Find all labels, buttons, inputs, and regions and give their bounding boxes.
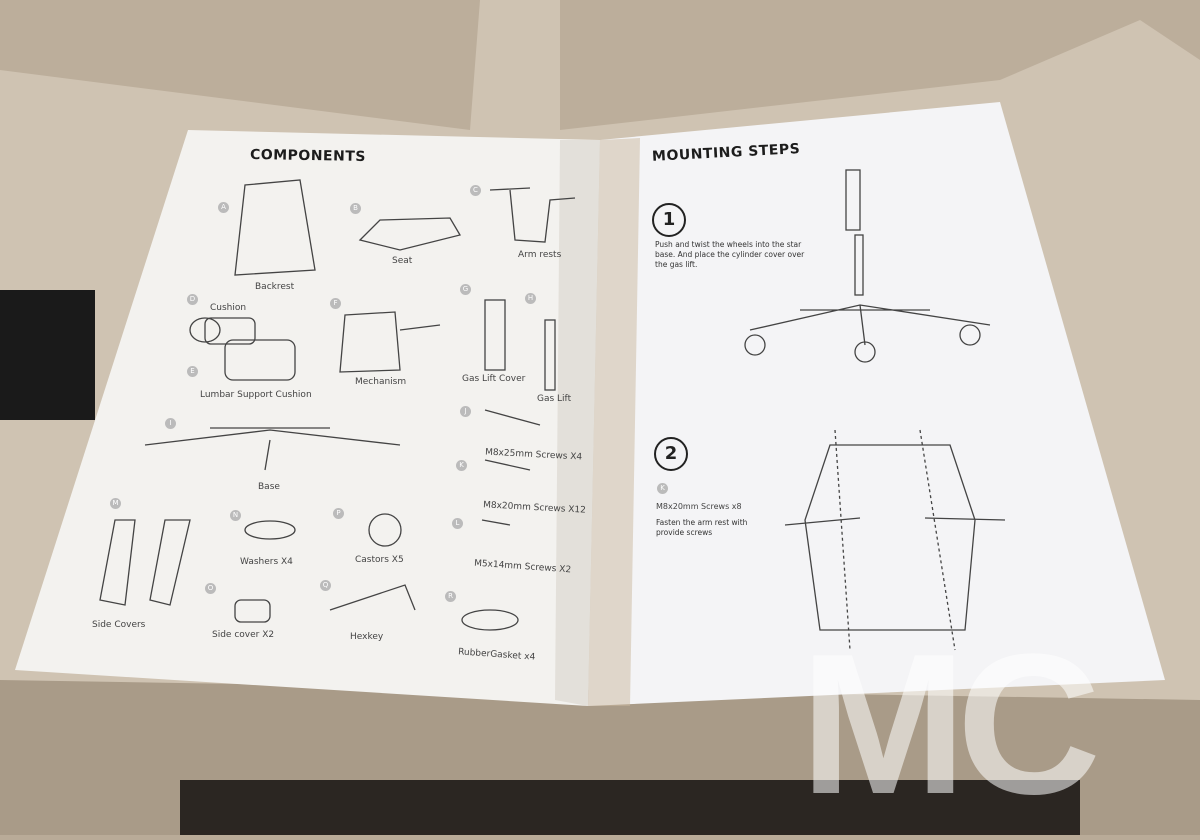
label-lumbar: Lumbar Support Cushion bbox=[200, 390, 312, 400]
label-backrest: Backrest bbox=[255, 282, 295, 292]
badge-p: P bbox=[333, 508, 344, 519]
badge-e: E bbox=[187, 366, 198, 377]
step-2-part: M8x20mm Screws x8 bbox=[656, 502, 742, 511]
step-2-text: Fasten the arm rest with provide screws bbox=[656, 518, 748, 537]
badge-o: O bbox=[205, 583, 216, 594]
badge-d: D bbox=[187, 294, 198, 305]
label-mechanism: Mechanism bbox=[355, 377, 407, 387]
label-side-cover: Side cover X2 bbox=[212, 630, 275, 640]
label-castors: Castors X5 bbox=[355, 555, 404, 565]
badge-a: A bbox=[218, 202, 229, 213]
label-gas-lift: Gas Lift bbox=[537, 394, 572, 404]
badge-b: B bbox=[350, 203, 361, 214]
label-base: Base bbox=[258, 482, 280, 492]
label-washers: Washers X4 bbox=[240, 557, 293, 567]
badge-c: C bbox=[470, 185, 481, 196]
step-2-number: 2 bbox=[654, 437, 688, 471]
badge-h: H bbox=[525, 293, 536, 304]
watermark-logo: MC bbox=[800, 613, 1101, 836]
label-arm-rests: Arm rests bbox=[518, 250, 562, 260]
label-seat: Seat bbox=[392, 256, 413, 266]
badge-r: R bbox=[445, 591, 456, 602]
components-title: COMPONENTS bbox=[249, 146, 367, 166]
label-cushion: Cushion bbox=[210, 303, 247, 313]
badge-l: L bbox=[452, 518, 463, 529]
step-1-text: Push and twist the wheels into the star … bbox=[655, 240, 805, 269]
badge-j: J bbox=[460, 406, 471, 417]
badge-m: M bbox=[110, 498, 121, 509]
badge-f: F bbox=[330, 298, 341, 309]
label-side-covers: Side Covers bbox=[92, 620, 146, 630]
badge-n: N bbox=[230, 510, 241, 521]
right-page bbox=[588, 102, 1165, 706]
badge-g: G bbox=[460, 284, 471, 295]
label-gas-lift-cover: Gas Lift Cover bbox=[462, 374, 526, 384]
step-1-number: 1 bbox=[652, 203, 686, 237]
badge-k: K bbox=[456, 460, 467, 471]
badge-q: Q bbox=[320, 580, 331, 591]
step-2-part-badge: K bbox=[657, 483, 668, 494]
badge-i: I bbox=[165, 418, 176, 429]
label-hexkey: Hexkey bbox=[350, 632, 384, 642]
left-page bbox=[15, 130, 600, 706]
